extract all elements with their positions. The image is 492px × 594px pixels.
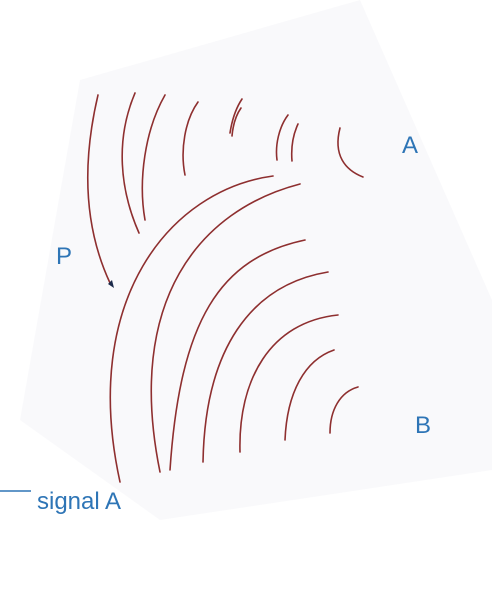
signal-a-label: signal A xyxy=(37,490,121,514)
source-a-label: A xyxy=(402,134,418,158)
source-b-label: B xyxy=(415,414,431,438)
point-p-label: P xyxy=(56,245,72,269)
backdrop-panel xyxy=(20,0,492,520)
